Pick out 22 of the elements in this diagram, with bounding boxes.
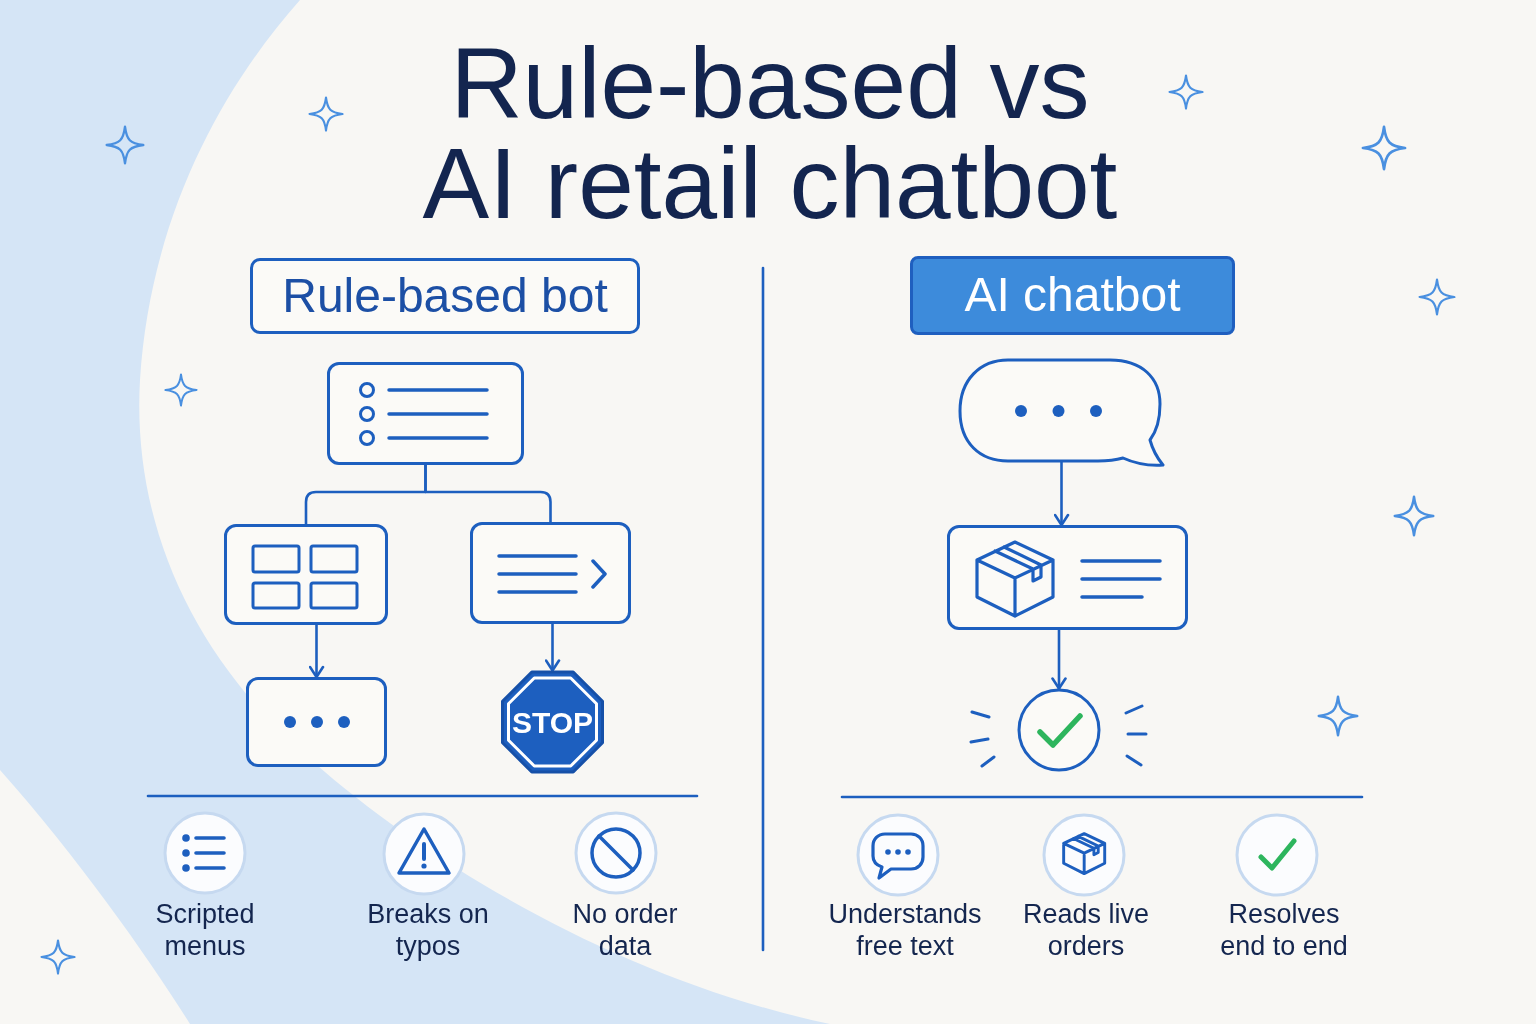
arrow	[1051, 628, 1067, 690]
title: Rule-based vs AI retail chatbot	[422, 27, 1118, 239]
arrow	[1053, 460, 1070, 527]
feature-caption: Reads live orders	[1022, 899, 1150, 961]
feature-caption: Understands free text	[828, 899, 982, 961]
section-header: Rule-based bot	[250, 258, 640, 334]
order-box	[947, 525, 1188, 630]
feature-caption: No order data	[572, 899, 678, 961]
reply-box	[246, 677, 387, 767]
feature-caption: Scripted menus	[155, 899, 255, 961]
speech-bubble	[958, 358, 1165, 468]
stop-sign: STOP	[500, 670, 605, 774]
feature-caption: Resolves end to end	[1220, 899, 1348, 961]
section-header: AI chatbot	[910, 256, 1235, 335]
option-box	[470, 522, 631, 624]
arrow	[544, 622, 561, 672]
option-box	[224, 524, 388, 625]
arrow	[308, 623, 325, 679]
feature-caption: Breaks on typos	[367, 899, 489, 961]
check-circle	[1017, 688, 1101, 772]
menu-box	[327, 362, 524, 465]
connector-line	[424, 463, 552, 524]
